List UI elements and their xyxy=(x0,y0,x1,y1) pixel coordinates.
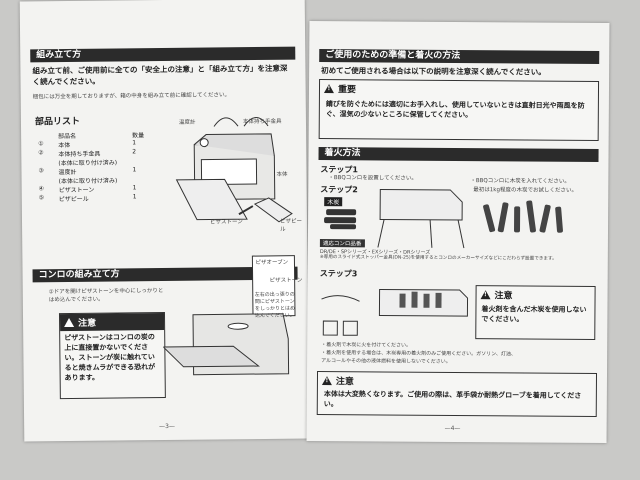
step2-label: ステップ2 xyxy=(320,185,358,195)
prep-text: 初めてご使用される場合は以下の説明を注意深く読んでください。 xyxy=(321,66,546,77)
caution2-box: 注意 着火剤を含んだ木炭を使用しないでください。 xyxy=(475,285,596,340)
page-number: —3— xyxy=(159,422,176,431)
prep-title: ご使用のための準備と着火の方法 xyxy=(319,49,600,64)
oven-diagram xyxy=(175,117,293,223)
caution-text: ピザストーンはコンロの炭の上に直接置かないでください。ストーンが炭に触れていると… xyxy=(64,333,156,383)
label-handle: 本体持ち手金具 xyxy=(242,118,282,126)
caution2-text: 着火剤を含んだ木炭を使用しないでください。 xyxy=(481,305,587,324)
label-thermometer: 温度計 xyxy=(178,119,196,126)
page-number: —4— xyxy=(444,424,461,433)
warning-icon xyxy=(64,317,75,328)
charcoal-drawing xyxy=(324,209,357,230)
label-callout: 左右の出っ張りの間にピザストーンをしっかりとはめ込んでください。 xyxy=(254,291,295,320)
caution-title: 注意 xyxy=(78,318,97,329)
assembly-note: 梱包には万全を期しておりますが、箱の中身を組み立て前に確認してください。 xyxy=(32,92,230,101)
label-peel: ピザピール xyxy=(279,218,303,233)
label-oven: ピザオーブン xyxy=(255,259,289,267)
step1-right-text: ・BBQコンロに木炭を入れてください。 xyxy=(470,178,570,185)
ignite-diagram xyxy=(321,288,469,336)
warning-icon xyxy=(321,376,332,386)
charcoal-pile-drawing xyxy=(483,200,563,233)
assembly-text: 組み立て前、ご使用前に全ての「安全上の注意」と「組み立て方」を注意深く読んでくだ… xyxy=(32,63,288,87)
warning-icon xyxy=(480,290,491,300)
left-page: 組み立て方 組み立て前、ご使用前に全ての「安全上の注意」と「組み立て方」を注意深… xyxy=(19,0,310,442)
important-title: 重要 xyxy=(337,85,357,96)
assembly-title: 組み立て方 xyxy=(30,46,296,63)
stone-insert-diagram xyxy=(162,255,296,376)
bullet-3: アルコールやその他の液体燃料を使用しないでください。 xyxy=(321,358,451,365)
grill-diagram xyxy=(377,188,465,249)
step3-label: ステップ3 xyxy=(319,269,358,279)
caution2-title: 注意 xyxy=(494,291,513,302)
caution3-box: 注意 本体は大変熱くなります。ご使用の際は、革手袋か耐熱グローブを着用してくださ… xyxy=(316,371,598,417)
caution3-title: 注意 xyxy=(335,377,354,388)
compat-note: ※専用のスライド式ストッパー金具(DN-25)を使用するとコンロのメーカーサイズ… xyxy=(319,255,557,262)
ignite-title: 着火方法 xyxy=(318,147,599,162)
warning-icon xyxy=(323,84,335,94)
parts-header-qty: 数量 xyxy=(132,132,145,140)
compat-title: 適応コンロ品番 xyxy=(319,239,365,248)
label-stone: ピザストーン xyxy=(209,219,243,226)
caution3-text: 本体は大変熱くなります。ご使用の際は、革手袋か耐熱グローブを着用してください。 xyxy=(323,390,582,409)
label-body: 本体 xyxy=(276,171,288,178)
parts-title: 部品リスト xyxy=(34,116,81,128)
important-text: 錆びを防ぐためには適切にお手入れし、使用していないときは直射日光や雨風を防ぐ、湿… xyxy=(325,100,585,120)
caution-box: 注意 ピザストーンはコンロの炭の上に直接置かないでください。ストーンが炭に触れて… xyxy=(58,312,166,400)
important-box: 重要 錆びを防ぐためには適切にお手入れし、使用していないときは直射日光や雨風を防… xyxy=(318,79,600,141)
right-page: ご使用のための準備と着火の方法 初めてご使用される場合は以下の説明を注意深く読ん… xyxy=(306,20,610,444)
stove-text: ①ドアを開けピザストーンを中心にしっかりとはめ込んでください。 xyxy=(48,288,164,304)
label-stone2: ピザストーン xyxy=(269,277,303,284)
